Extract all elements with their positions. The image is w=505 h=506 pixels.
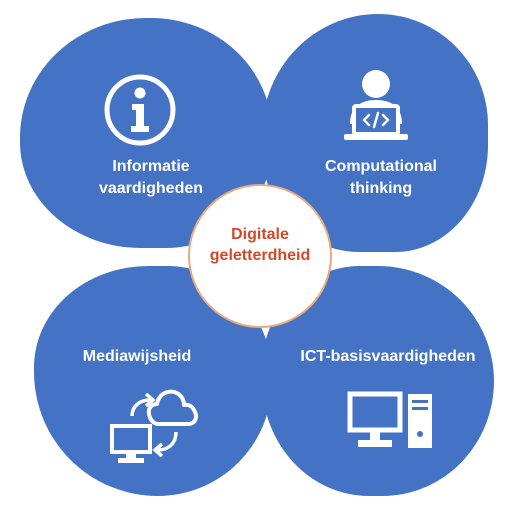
label-mediawijsheid: Mediawijsheid: [52, 346, 222, 368]
label-line-1: Computational: [325, 158, 437, 175]
label-ict-basisvaardigheden: ICT-basisvaardigheden: [282, 346, 494, 368]
label-computational-thinking: Computational thinking: [296, 156, 466, 200]
center-title-line-1: Digitale: [231, 226, 289, 243]
label-line-1: Mediawijsheid: [82, 348, 192, 365]
desktop-computer-icon: [347, 391, 432, 448]
center-circle: [188, 184, 332, 328]
label-line-1: Informatie: [112, 158, 190, 175]
info-icon: [104, 74, 176, 146]
cloud-sync-icon: [110, 389, 198, 463]
center-title: Digitale geletterdheid: [188, 224, 332, 266]
person-laptop-icon: [344, 70, 408, 140]
label-line-1: ICT-basisvaardigheden: [300, 348, 476, 365]
center-title-line-2: geletterdheid: [209, 247, 311, 264]
label-informatievaardigheden: Informatie vaardigheden: [66, 156, 236, 200]
label-line-2: thinking: [349, 180, 413, 197]
label-line-2: vaardigheden: [98, 180, 204, 197]
